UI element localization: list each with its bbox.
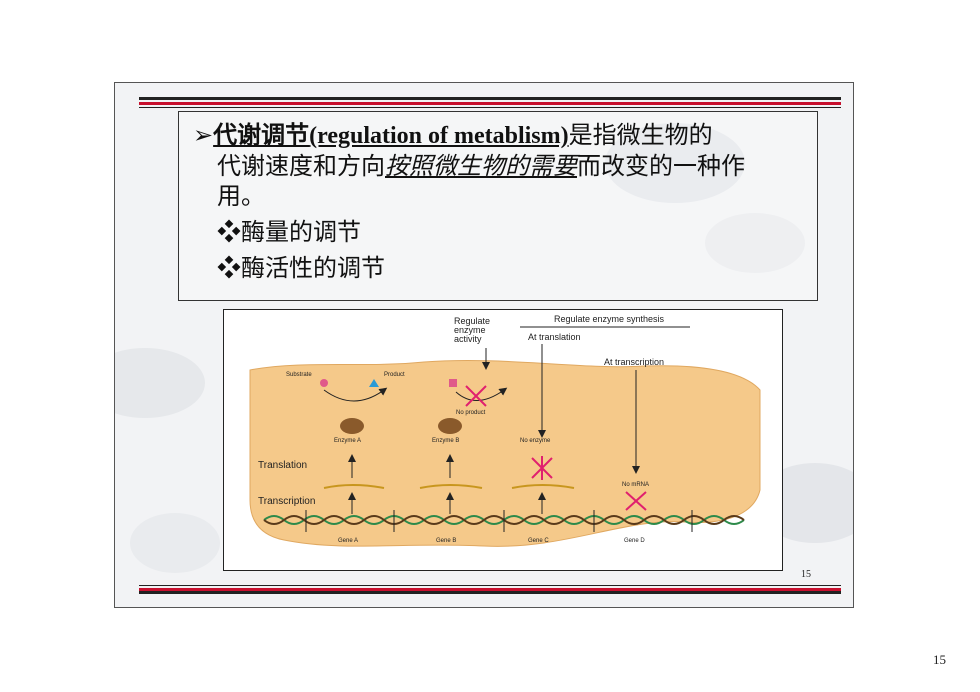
bullet-item-1: ❖酶量的调节 xyxy=(193,217,807,247)
reaction-arrow-b xyxy=(455,387,508,401)
definition-text-2a: 代谢速度和方向 xyxy=(217,152,385,180)
top-rule xyxy=(139,97,841,108)
label-at-transcription: At transcription xyxy=(604,357,664,367)
diamond-bullet-icon: ❖ xyxy=(217,218,241,246)
label-translation: Translation xyxy=(258,460,307,471)
label-no-enzyme: No enzyme xyxy=(520,438,551,444)
regulation-figure: Regulate enzyme activity Regulate enzyme… xyxy=(223,309,783,571)
slide-number: 15 xyxy=(801,569,811,580)
enzyme-b-shape xyxy=(438,418,462,434)
label-no-product: No product xyxy=(456,410,486,416)
label-gene-c: Gene C xyxy=(528,538,549,544)
definition-box: ➢代谢调节(regulation of metablism)是指微生物的 代谢速… xyxy=(178,111,818,301)
label-at-translation: At translation xyxy=(528,332,581,342)
page-number: 15 xyxy=(933,652,946,667)
block-translation-x-icon xyxy=(531,456,553,480)
bullet-item-2: ❖酶活性的调节 xyxy=(193,253,807,283)
label-activity: activity xyxy=(454,334,482,344)
cell-shape xyxy=(249,359,761,547)
block-x-icon xyxy=(465,385,487,407)
definition-text-2b: 而改变的一种作 xyxy=(577,152,745,180)
label-gene-d: Gene D xyxy=(624,538,645,544)
definition-text-1: 是指微生物的 xyxy=(568,121,713,149)
diamond-bullet-icon: ❖ xyxy=(217,254,241,282)
mrna-c xyxy=(511,484,575,489)
definition-emphasis: 按照微生物的需要 xyxy=(385,152,577,180)
label-transcription: Transcription xyxy=(258,496,315,507)
regulation-diagram: Regulate enzyme activity Regulate enzyme… xyxy=(249,314,761,547)
bullet-text-1: 酶量的调节 xyxy=(241,218,361,246)
block-transcription-x-icon xyxy=(625,491,647,511)
definition-line-1: ➢代谢调节(regulation of metablism)是指微生物的 xyxy=(193,120,807,151)
definition-line-3: 用。 xyxy=(217,182,265,210)
label-product: Product xyxy=(384,372,405,378)
term-english: (regulation of metablism) xyxy=(309,123,569,149)
label-regulate-synthesis: Regulate enzyme synthesis xyxy=(554,314,665,324)
mrna-b xyxy=(419,484,483,489)
label-gene-a: Gene A xyxy=(338,538,358,544)
mrna-a xyxy=(323,484,385,489)
reaction-arrow-a xyxy=(323,387,388,402)
substrate-dot xyxy=(320,379,328,387)
slide: ➢代谢调节(regulation of metablism)是指微生物的 代谢速… xyxy=(114,82,854,608)
label-no-mrna: No mRNA xyxy=(622,482,649,488)
term: 代谢调节 xyxy=(213,123,310,149)
substrate-square xyxy=(449,379,457,387)
label-enzyme-b: Enzyme B xyxy=(432,438,459,444)
definition-line-2: 代谢速度和方向按照微生物的需要而改变的一种作 xyxy=(193,151,807,181)
label-substrate: Substrate xyxy=(286,372,312,378)
enzyme-a-shape xyxy=(340,418,364,434)
label-gene-b: Gene B xyxy=(436,538,456,544)
label-regulate: Regulate xyxy=(454,316,490,326)
label-enzyme: enzyme xyxy=(454,325,486,335)
bullet-text-2: 酶活性的调节 xyxy=(241,254,385,282)
arrow-bullet-icon: ➢ xyxy=(193,121,214,149)
bottom-rule xyxy=(139,583,841,594)
label-enzyme-a: Enzyme A xyxy=(334,438,361,444)
product-triangle xyxy=(369,379,379,387)
